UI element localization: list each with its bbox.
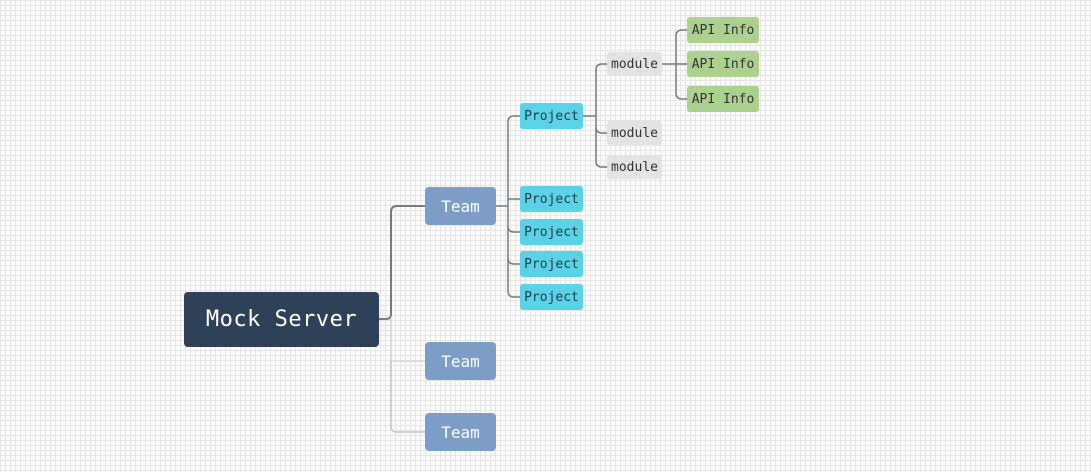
team-node-1[interactable]: Team (425, 187, 496, 225)
connector-api-3 (675, 64, 687, 100)
project-node-5[interactable]: Project (520, 284, 583, 310)
connector-project-4 (507, 226, 520, 265)
team-node-2[interactable]: Team (425, 342, 496, 380)
connector-root-team-1 (379, 205, 425, 320)
connector-module-3 (595, 127, 607, 168)
connector-project-3 (507, 206, 520, 233)
project-node-label: Project (524, 108, 579, 124)
project-node-label: Project (524, 191, 579, 207)
team-node-3[interactable]: Team (425, 413, 496, 451)
module-node-label: module (611, 159, 658, 175)
module-node-label: module (611, 56, 658, 72)
project-node-2[interactable]: Project (520, 186, 583, 212)
api-info-node-label: API Info (691, 22, 755, 38)
module-node-3[interactable]: module (607, 155, 662, 179)
connector-root-team-2 (390, 319, 425, 362)
project-node-4[interactable]: Project (520, 251, 583, 277)
module-node-2[interactable]: module (607, 121, 662, 145)
project-node-3[interactable]: Project (520, 219, 583, 245)
connector-module-1 (595, 63, 607, 116)
connector-root-team-3 (390, 361, 425, 433)
project-node-label: Project (524, 224, 579, 240)
api-info-node-3[interactable]: API Info (687, 86, 759, 112)
team-node-label: Team (441, 422, 480, 442)
root-node-mock-server[interactable]: Mock Server (184, 292, 379, 347)
project-node-label: Project (524, 256, 579, 272)
connector-api-1 (675, 29, 687, 64)
root-node-label: Mock Server (205, 307, 358, 332)
api-info-node-2[interactable]: API Info (687, 51, 759, 77)
project-node-1[interactable]: Project (520, 103, 583, 129)
api-info-node-label: API Info (691, 91, 755, 107)
api-info-node-1[interactable]: API Info (687, 17, 759, 43)
module-node-label: module (611, 125, 658, 141)
connector-project-1 (507, 115, 520, 206)
team-node-label: Team (441, 351, 480, 371)
project-node-label: Project (524, 289, 579, 305)
connector-module-2 (595, 116, 607, 134)
team-node-label: Team (441, 196, 480, 216)
module-node-1[interactable]: module (607, 52, 662, 76)
connector-project-5 (507, 258, 520, 298)
api-info-node-label: API Info (691, 56, 755, 72)
